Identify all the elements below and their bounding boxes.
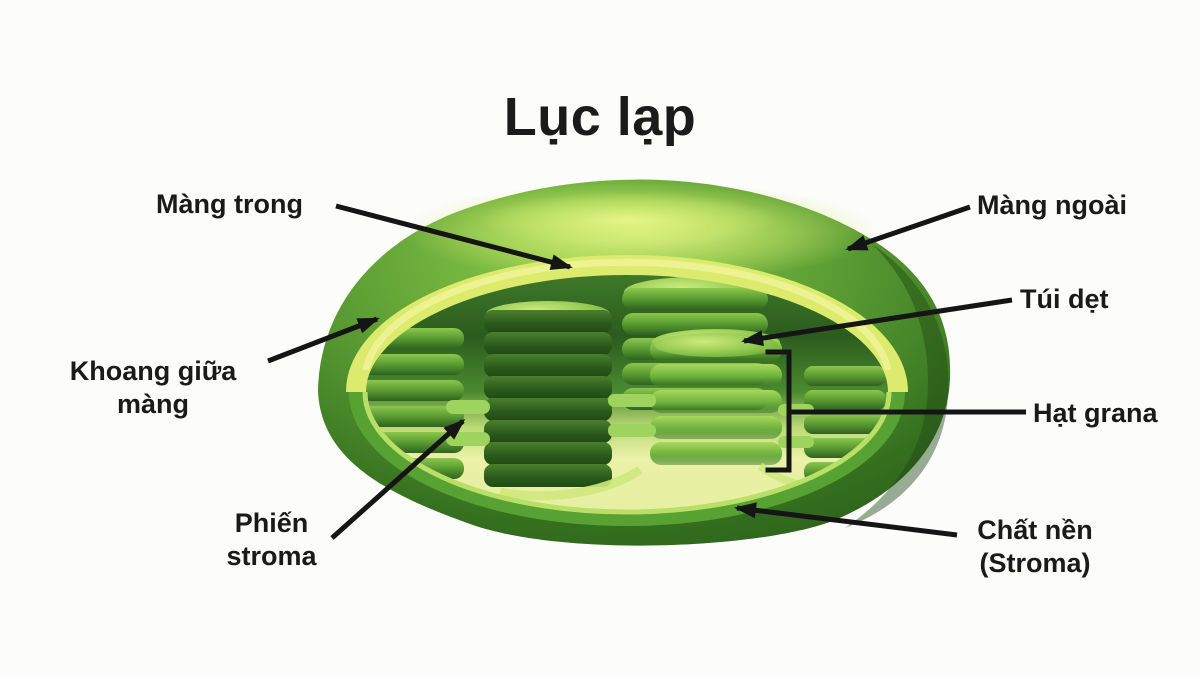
label-line: stroma xyxy=(226,540,317,571)
label-outer-membrane: Màng ngoài xyxy=(977,190,1127,220)
page-title: Lục lạp xyxy=(503,87,697,147)
arrow-outer-membrane xyxy=(845,204,971,252)
label-line: Khoang giữa xyxy=(69,356,237,386)
label-granum: Hạt grana xyxy=(1033,398,1158,428)
arrow-stroma-lamella xyxy=(330,419,466,540)
label-line: màng xyxy=(116,388,189,419)
granum-stack-front xyxy=(650,329,782,465)
label-inner-membrane: Màng trong xyxy=(156,189,303,219)
label-line: Chất nền xyxy=(977,515,1093,545)
arrow-stroma-matrix xyxy=(734,502,958,538)
label-line: Phiến xyxy=(234,508,309,538)
label-intermembrane-space: Khoang giữa màng xyxy=(38,355,268,421)
label-line: (Stroma) xyxy=(979,547,1091,578)
arrow-inner-membrane xyxy=(335,203,573,270)
arrow-intermembrane-space xyxy=(267,316,380,364)
arrow-thylakoid-sac xyxy=(741,297,1013,347)
granum-stack-center xyxy=(484,301,612,487)
label-stroma-lamella: Phiến stroma xyxy=(194,507,349,573)
label-stroma-matrix: Chất nền (Stroma) xyxy=(940,514,1130,580)
label-thylakoid-sac: Túi dẹt xyxy=(1020,284,1109,314)
bottom-lip-shape xyxy=(349,391,905,526)
